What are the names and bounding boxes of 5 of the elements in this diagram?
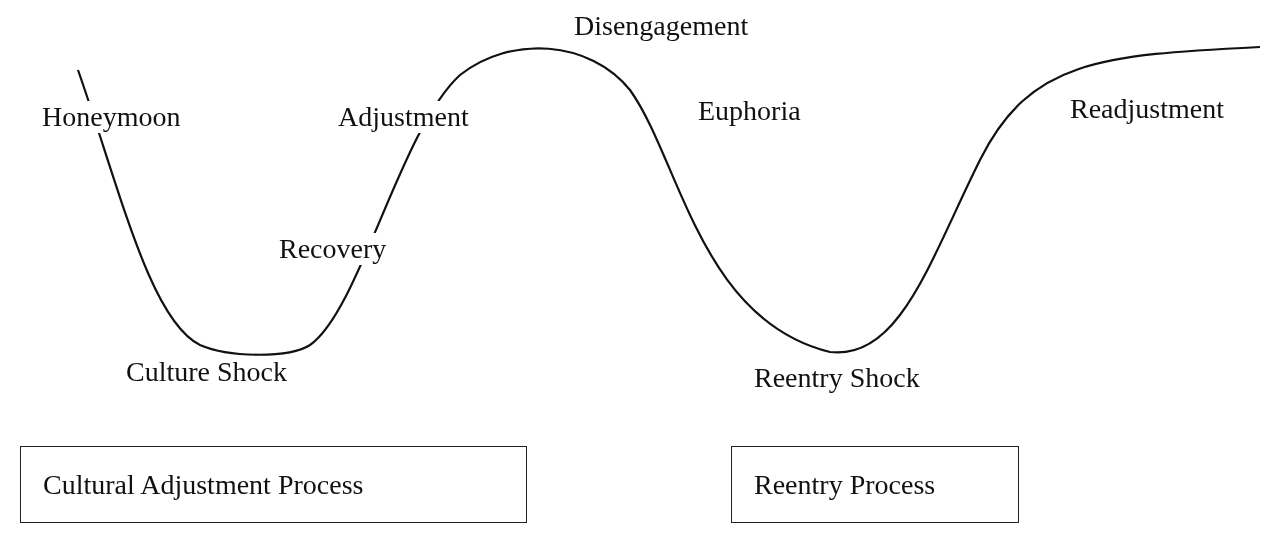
process-box: Cultural Adjustment Process — [20, 446, 527, 523]
process-box: Reentry Process — [731, 446, 1019, 523]
stage-label: Honeymoon — [40, 101, 183, 133]
stage-label: Adjustment — [336, 101, 471, 133]
stage-label: Recovery — [277, 233, 389, 265]
